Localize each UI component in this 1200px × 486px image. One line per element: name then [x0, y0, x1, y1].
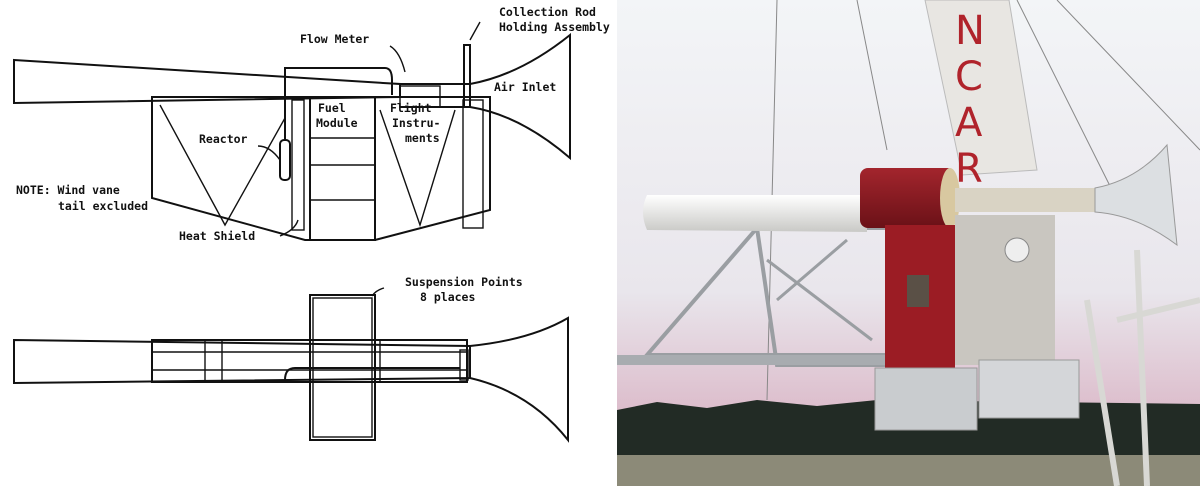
heat-shield: [291, 99, 305, 231]
exhaust-tube-top: [13, 338, 471, 385]
collection-rod-top: [459, 349, 469, 381]
label-instru: Instru-: [392, 116, 440, 130]
label-holding-assembly: Holding Assembly: [499, 20, 610, 34]
label-note-2: tail excluded: [58, 199, 148, 213]
flight-instruments: [955, 215, 1055, 365]
collection-rod: [463, 44, 471, 108]
label-suspension-points: Suspension Points: [405, 275, 523, 289]
horizontal-boom: [617, 355, 917, 365]
module-label-plate: [907, 275, 929, 307]
label-flight: Flight: [390, 101, 432, 115]
tower: [924, 0, 1038, 176]
label-ments: ments: [405, 131, 440, 145]
foil-box-right: [978, 359, 1080, 419]
instrument-sphere: [1004, 237, 1030, 263]
label-reactor: Reactor: [199, 132, 248, 146]
red-cylinder: [860, 168, 955, 228]
label-module: Module: [316, 116, 358, 130]
tower-structure: [1084, 249, 1200, 486]
top-view: [13, 287, 569, 443]
label-air-inlet: Air Inlet: [494, 80, 556, 94]
air-inlet-horn-top: [469, 316, 569, 443]
frame-braces: [766, 238, 873, 342]
exhaust-tube: [643, 195, 867, 232]
label-collection-rod: Collection Rod: [499, 5, 596, 19]
instrument-package-diagram: Collection Rod Holding Assembly Flow Met…: [13, 5, 610, 443]
flow-pipe-top: [284, 367, 460, 381]
leader-lines: [257, 21, 481, 237]
label-note: NOTE: Wind vane: [16, 183, 120, 197]
foil-box-left: [874, 367, 978, 431]
flow-pipe: [284, 67, 393, 140]
inlet-frame: [462, 99, 484, 229]
label-fuel: Fuel: [318, 101, 346, 115]
tower-lettering: NCAR: [955, 8, 985, 192]
suspension-leader: [371, 287, 385, 297]
ground: [617, 455, 1200, 486]
instrument-package-photo: [617, 0, 1200, 486]
side-view: [13, 21, 571, 241]
cylinder-end: [940, 168, 960, 228]
label-flow-meter: Flow Meter: [300, 32, 369, 46]
reactor: [279, 139, 291, 181]
inlet-tube: [955, 188, 1095, 212]
label-8-places: 8 places: [420, 290, 475, 304]
frame-brace: [159, 104, 456, 228]
air-inlet-horn: [400, 32, 571, 161]
fuel-module: [309, 96, 376, 241]
fuel-module-dividers: [310, 137, 375, 201]
label-heat-shield: Heat Shield: [179, 229, 255, 243]
air-inlet-horn: [1094, 143, 1178, 247]
